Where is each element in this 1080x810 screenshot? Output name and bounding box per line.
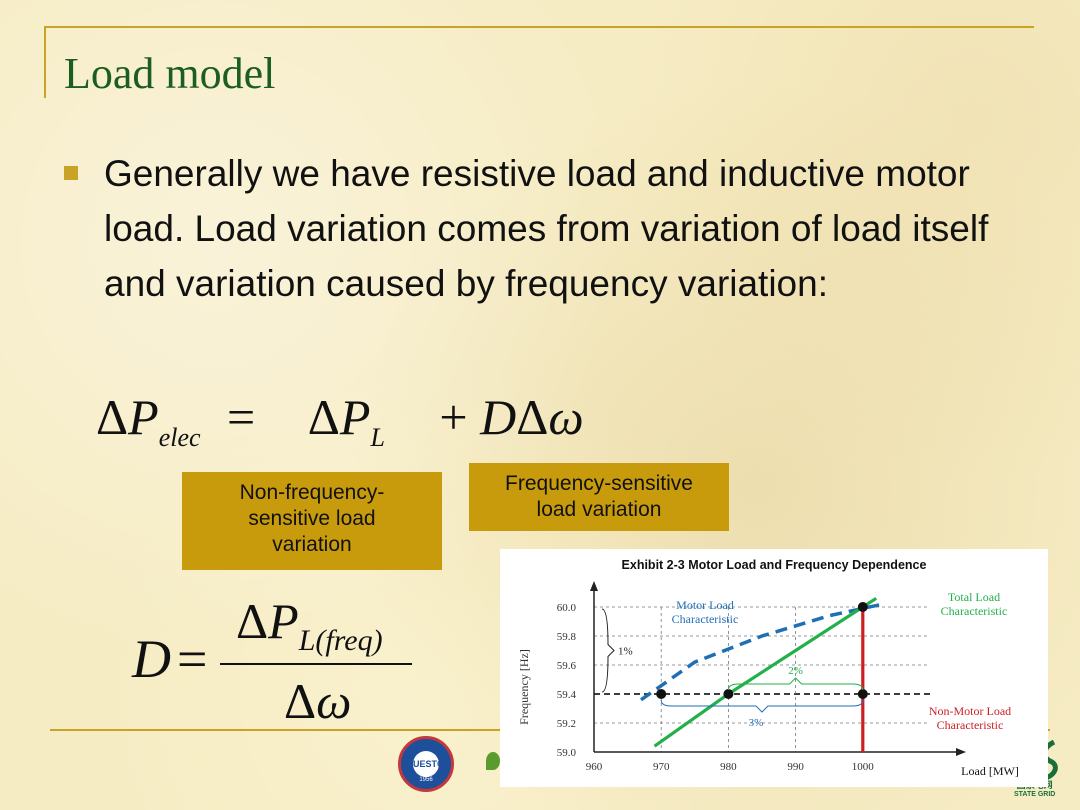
y-tick-label: 60.0	[557, 602, 577, 614]
chart-panel: Exhibit 2-3 Motor Load and Frequency Dep…	[500, 549, 1048, 787]
subscript-l-freq: L(freq)	[298, 624, 383, 657]
total-load-line	[653, 596, 878, 748]
p-symbol: P	[268, 593, 299, 649]
annotation-2pct: 2%	[788, 665, 803, 677]
fraction-bar	[220, 663, 412, 665]
x-tick-label: 980	[720, 761, 737, 773]
delta-symbol: Δ	[236, 593, 269, 649]
delta-symbol: Δ	[96, 389, 129, 445]
x-tick-label: 1000	[852, 761, 875, 773]
series-label: Characteristic	[937, 718, 1004, 732]
delta-symbol: Δ	[516, 389, 549, 445]
equals-sign: =	[177, 629, 208, 689]
bullet-square-icon	[64, 166, 78, 180]
series-label: Non-Motor Load	[929, 704, 1011, 718]
y-axis-arrow	[590, 581, 598, 591]
x-axis-arrow	[956, 748, 966, 756]
y-tick-label: 59.0	[557, 747, 577, 759]
non-frequency-box: Non-frequency-sensitive load variation	[182, 472, 442, 570]
data-point	[857, 602, 868, 612]
motor-load-line	[639, 602, 884, 702]
state-grid-en: STATE GRID	[1014, 791, 1056, 798]
plus-sign: +	[439, 389, 468, 445]
uestc-year: 1956	[419, 777, 433, 783]
uestc-logo: UESTC 1956	[398, 736, 454, 792]
subscript-L: L	[370, 423, 385, 452]
series-label: Characteristic	[941, 604, 1008, 618]
d-symbol: D	[132, 629, 171, 689]
delta-symbol: Δ	[284, 673, 317, 729]
data-point	[656, 689, 667, 699]
annotations: 1% 2% 3%	[601, 608, 864, 729]
title-rule-vertical	[44, 26, 46, 98]
axes	[590, 581, 966, 756]
x-tick-label: 960	[586, 761, 603, 773]
brace-2pct	[727, 677, 864, 691]
annotation-1pct: 1%	[618, 646, 633, 658]
series	[639, 596, 884, 752]
y-tick-label: 59.2	[557, 718, 576, 730]
x-axis-label: Load [MW]	[961, 764, 1019, 778]
series-label: Characteristic	[672, 612, 739, 626]
p-symbol: P	[128, 389, 159, 445]
bullet-text: Generally we have resistive load and ind…	[104, 153, 989, 304]
y-tick-label: 59.4	[557, 689, 577, 701]
title-rule-horizontal	[44, 26, 1034, 28]
frequency-box: Frequency-sensitive load variation	[469, 463, 729, 531]
leaf-icon	[486, 752, 500, 770]
d-equation-denominator: Δω	[284, 672, 351, 730]
brace-3pct	[660, 699, 864, 713]
equation-main: ΔPelec = ΔPL + DΔω	[96, 388, 584, 453]
delta-symbol: Δ	[307, 389, 340, 445]
slide-title: Load model	[64, 49, 276, 98]
labels: 60.0 59.8 59.6 59.4 59.2 59.0 960 970 980 990 1000…	[557, 590, 1011, 773]
d-equation-left: D=	[132, 628, 207, 690]
d-equation-numerator: ΔPL(freq)	[236, 592, 383, 658]
x-tick-label: 990	[787, 761, 804, 773]
series-label: Motor Load	[676, 598, 734, 612]
y-axis-label: Frequency [Hz]	[517, 649, 531, 725]
motor-load-chart: Exhibit 2-3 Motor Load and Frequency Dep…	[517, 558, 1019, 778]
p-symbol: P	[339, 389, 371, 445]
equals-sign: =	[227, 389, 256, 445]
omega-symbol: ω	[316, 673, 352, 729]
data-point	[723, 689, 734, 699]
chart-title: Exhibit 2-3 Motor Load and Frequency Dep…	[622, 558, 927, 572]
grid	[594, 606, 930, 752]
uestc-logo-text: UESTC	[413, 751, 444, 777]
subscript-elec: elec	[158, 423, 201, 452]
y-tick-label: 59.8	[557, 631, 577, 643]
x-tick-label: 970	[653, 761, 670, 773]
d-symbol: D	[480, 389, 517, 445]
brace-1pct	[601, 608, 615, 693]
data-point	[857, 689, 868, 699]
omega-symbol: ω	[548, 389, 584, 445]
series-label: Total Load	[948, 590, 1000, 604]
annotation-3pct: 3%	[749, 717, 764, 729]
y-tick-label: 59.6	[557, 660, 577, 672]
